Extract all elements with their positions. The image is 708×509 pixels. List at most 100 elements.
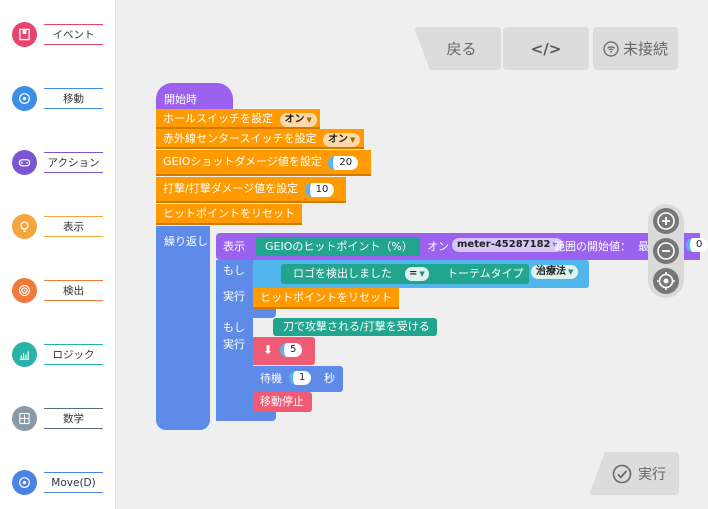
block-workspace[interactable]: 戻る </> 未接続 開始時 ホールスイッチを設定 オン▼ 赤外線センタースイッ… bbox=[117, 0, 708, 509]
do-label: 実行 bbox=[223, 290, 245, 303]
category-detect[interactable]: 検出 bbox=[0, 270, 116, 310]
down-arrow-icon: ⬇ bbox=[263, 343, 274, 357]
bulb-icon bbox=[12, 214, 37, 239]
dropdown-caret-icon: ▼ bbox=[419, 270, 425, 278]
gamepad-icon bbox=[12, 150, 37, 175]
category-event[interactable]: イベント bbox=[0, 14, 116, 54]
category-display[interactable]: 表示 bbox=[0, 206, 116, 246]
stop-move-block[interactable]: 移動停止 bbox=[253, 392, 312, 412]
if1-footer bbox=[216, 309, 276, 318]
chart-icon bbox=[12, 342, 37, 367]
if-block-1[interactable]: もし 実行 bbox=[216, 260, 253, 310]
geio-damage-input[interactable]: 20 bbox=[328, 156, 359, 170]
hit-damage-block[interactable]: 打撃/打撃ダメージ値を設定 10 bbox=[156, 177, 346, 203]
hall-switch-dropdown[interactable]: オン▼ bbox=[279, 113, 317, 127]
category-sidebar: イベント 移動 アクション 表示 検出 ロジック 数学 bbox=[0, 0, 116, 509]
target-icon bbox=[12, 278, 37, 303]
if2-footer bbox=[216, 412, 276, 421]
display-meter-block[interactable]: 表示 GEIOのヒットポイント（%） オン meter-45287182▼ 範囲… bbox=[216, 233, 708, 260]
repeat-label: 繰り返し bbox=[164, 235, 208, 248]
reset-hp-block-2[interactable]: ヒットポイントをリセット bbox=[253, 288, 399, 309]
dropdown-caret-icon: ▼ bbox=[349, 136, 356, 144]
start-hat-block[interactable]: 開始時 bbox=[156, 83, 233, 109]
ir-switch-block[interactable]: 赤外線センタースイッチを設定 オン▼ bbox=[156, 129, 364, 149]
arrow-value-input[interactable]: 5 bbox=[280, 343, 303, 357]
zoom-out-icon[interactable] bbox=[653, 238, 679, 264]
hit-damage-input[interactable]: 10 bbox=[304, 183, 335, 197]
range-start-label: 範囲の開始値： bbox=[554, 240, 631, 253]
category-label: 検出 bbox=[44, 280, 103, 301]
dropdown-caret-icon: ▼ bbox=[568, 268, 574, 276]
zoom-in-icon[interactable] bbox=[653, 208, 679, 234]
category-move[interactable]: 移動 bbox=[0, 78, 116, 118]
connection-button[interactable]: 未接続 bbox=[593, 27, 678, 70]
geio-damage-block[interactable]: GEIOショットダメージ値を設定 20 bbox=[156, 150, 371, 176]
hp-percent-reporter[interactable]: GEIOのヒットポイント（%） bbox=[256, 237, 420, 256]
hall-switch-block[interactable]: ホールスイッチを設定 オン▼ bbox=[156, 109, 320, 129]
ir-switch-label: 赤外線センタースイッチを設定 bbox=[163, 132, 317, 145]
meter-dropdown[interactable]: meter-45287182▼ bbox=[452, 238, 563, 252]
do-label: 実行 bbox=[223, 338, 245, 351]
dropdown-caret-icon: ▼ bbox=[552, 241, 558, 249]
moved-icon bbox=[12, 470, 37, 495]
wait-unit: 秒 bbox=[324, 372, 335, 385]
if-block-2[interactable]: もし 実行 bbox=[216, 318, 253, 420]
wait-block[interactable]: 待機 1 秒 bbox=[253, 366, 343, 392]
dropdown-value: オン bbox=[284, 114, 305, 125]
event-icon bbox=[12, 22, 37, 47]
geio-damage-label: GEIOショットダメージ値を設定 bbox=[163, 155, 322, 168]
hit-damage-label: 打撃/打撃ダメージ値を設定 bbox=[163, 182, 299, 195]
calculator-icon bbox=[12, 406, 37, 431]
reset-hp-label: ヒットポイントをリセット bbox=[260, 291, 392, 304]
operator-dropdown[interactable]: =▼ bbox=[405, 267, 429, 281]
category-label: 移動 bbox=[44, 88, 103, 109]
hall-switch-label: ホールスイッチを設定 bbox=[163, 112, 273, 125]
category-math[interactable]: 数学 bbox=[0, 398, 116, 438]
ir-switch-dropdown[interactable]: オン▼ bbox=[322, 133, 361, 147]
category-moved[interactable]: Move(D) bbox=[0, 462, 116, 502]
condition-label: 刀で攻撃される/打撃を受ける bbox=[283, 320, 430, 333]
run-button[interactable]: 実行 bbox=[589, 452, 679, 495]
wifi-icon bbox=[603, 40, 619, 57]
totem-type-dropdown[interactable]: 治療法▼ bbox=[531, 265, 579, 279]
if1-condition-slot: ロゴを検出しました =▼ トーテムタイプ 治療法▼ bbox=[253, 260, 589, 288]
if-label: もし bbox=[223, 321, 245, 334]
zoom-controls bbox=[648, 204, 684, 298]
dropdown-value: = bbox=[409, 268, 418, 279]
category-label: 表示 bbox=[44, 216, 103, 237]
repeat-block[interactable]: 繰り返し bbox=[156, 226, 210, 430]
display-label: 表示 bbox=[223, 240, 245, 253]
totem-type-label: トーテムタイプ bbox=[447, 267, 524, 280]
start-hat-label: 開始時 bbox=[164, 93, 197, 106]
category-action[interactable]: アクション bbox=[0, 142, 116, 182]
recenter-icon[interactable] bbox=[653, 268, 679, 294]
display-state: オン bbox=[427, 240, 449, 253]
connection-status: 未接続 bbox=[622, 40, 668, 58]
wait-seconds-input[interactable]: 1 bbox=[289, 371, 312, 385]
dropdown-value: meter-45287182 bbox=[457, 239, 551, 250]
logo-detected-condition[interactable]: ロゴを検出しました =▼ トーテムタイプ bbox=[281, 264, 529, 284]
sword-hit-condition[interactable]: 刀で攻撃される/打撃を受ける bbox=[273, 318, 437, 336]
category-logic[interactable]: ロジック bbox=[0, 334, 116, 374]
stop-move-label: 移動停止 bbox=[260, 395, 304, 408]
reset-hp-label: ヒットポイントをリセット bbox=[163, 207, 295, 220]
condition-label: ロゴを検出しました bbox=[293, 267, 392, 280]
code-view-button[interactable]: </> bbox=[503, 27, 589, 70]
range-start-input[interactable]: 0 bbox=[686, 238, 708, 252]
back-button[interactable]: 戻る bbox=[414, 27, 501, 70]
dropdown-value: オン bbox=[327, 134, 348, 145]
reset-hp-block[interactable]: ヒットポイントをリセット bbox=[156, 204, 302, 225]
max-label: 最 bbox=[638, 240, 649, 253]
category-label: Move(D) bbox=[44, 472, 103, 493]
wait-label: 待機 bbox=[260, 372, 282, 385]
dropdown-caret-icon: ▼ bbox=[306, 116, 312, 124]
category-label: 数学 bbox=[44, 408, 103, 429]
dropdown-value: 治療法 bbox=[536, 266, 566, 277]
arrow-action-block[interactable]: ⬇ 5 bbox=[253, 337, 315, 365]
check-circle-icon bbox=[612, 464, 632, 483]
category-label: アクション bbox=[44, 152, 103, 173]
if-label: もし bbox=[223, 264, 245, 277]
move-icon bbox=[12, 86, 37, 111]
run-label: 実行 bbox=[638, 466, 666, 483]
category-label: イベント bbox=[44, 24, 103, 45]
